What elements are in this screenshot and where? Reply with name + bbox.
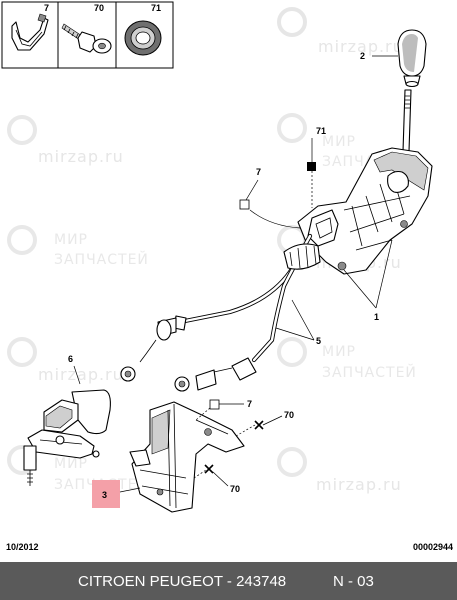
mounting-bracket-part bbox=[129, 401, 245, 513]
bolt-position-mark-lower bbox=[204, 464, 214, 474]
inset-ref-bolt: 70 bbox=[94, 3, 104, 13]
gear-lever-housing-part bbox=[297, 147, 433, 275]
highlight-callout-3 bbox=[92, 480, 120, 508]
callout-1: 1 bbox=[374, 312, 379, 322]
watermark-line1: МИР bbox=[54, 456, 88, 472]
leader-line-70-upper bbox=[262, 415, 283, 426]
watermark-site-text: mirzap.ru bbox=[316, 475, 402, 494]
leader-line-7-lower-dashed bbox=[195, 407, 211, 421]
grommet-position-marker bbox=[307, 162, 316, 171]
hardware-inset: 7 70 71 bbox=[1, 1, 174, 69]
leader-line-70-upper-dashed bbox=[235, 424, 256, 437]
selector-lever-part bbox=[23, 389, 111, 486]
bolt-position-mark-upper bbox=[254, 420, 264, 430]
leader-line-7-upper bbox=[245, 179, 259, 201]
leader-line-70-lower bbox=[212, 471, 229, 487]
inset-ref-clip: 7 bbox=[44, 3, 49, 13]
gear-shift-cables bbox=[120, 233, 321, 392]
watermark-line1: МИР bbox=[322, 344, 356, 360]
watermark-mid-left: МИР ЗАПЧАСТЕЙ bbox=[7, 225, 149, 268]
grommet-part-drawing bbox=[124, 20, 162, 56]
leader-line-1a bbox=[343, 269, 377, 309]
watermark-line2: ЗАПЧАСТЕЙ bbox=[322, 363, 417, 381]
watermark-site-text: mirzap.ru bbox=[38, 365, 124, 384]
watermark-line1: МИР bbox=[322, 134, 356, 150]
watermark-bottom-right: mirzap.ru bbox=[277, 447, 402, 494]
clip-path-curve bbox=[249, 209, 301, 229]
clip-position-marker-upper bbox=[239, 199, 250, 210]
footer-page: N - 03 bbox=[333, 572, 374, 590]
watermark-right-lower: МИР ЗАПЧАСТЕЙ bbox=[277, 337, 417, 381]
watermark-site-text: mirzap.ru bbox=[318, 37, 404, 56]
leader-line-1b bbox=[375, 239, 393, 309]
clip-position-marker-lower bbox=[209, 399, 220, 410]
callout-70-upper: 70 bbox=[284, 410, 294, 420]
leader-line-5a bbox=[275, 327, 315, 341]
footer-title: CITROEN PEUGEOT - 243748 bbox=[78, 572, 287, 590]
leader-line-6 bbox=[73, 365, 81, 385]
watermark-site-text: mirzap.ru bbox=[38, 147, 124, 166]
callout-3: 3 bbox=[102, 490, 107, 500]
watermark-upper-left: mirzap.ru bbox=[7, 115, 124, 166]
leader-line-3 bbox=[119, 487, 141, 493]
watermark-line1: МИР bbox=[54, 232, 88, 248]
callout-71: 71 bbox=[316, 126, 326, 136]
diagram-code: 00002944 bbox=[412, 542, 453, 552]
callout-6: 6 bbox=[68, 354, 73, 364]
diagram-date: 10/2012 bbox=[6, 542, 39, 552]
bolt-part-drawing bbox=[61, 23, 112, 54]
callout-70-lower: 70 bbox=[230, 484, 240, 494]
callout-7-upper: 7 bbox=[256, 167, 261, 177]
callout-5: 5 bbox=[316, 336, 321, 346]
callout-7-lower: 7 bbox=[247, 399, 252, 409]
footer-bar: CITROEN PEUGEOT - 243748 N - 03 bbox=[0, 562, 457, 600]
watermark-left-lower: mirzap.ru bbox=[7, 337, 124, 384]
watermark-line2: ЗАПЧАСТЕЙ bbox=[54, 250, 149, 268]
watermark-top-right: mirzap.ru bbox=[277, 7, 404, 56]
gear-knob-part bbox=[397, 29, 427, 88]
inset-ref-grommet: 71 bbox=[151, 3, 161, 13]
callout-2: 2 bbox=[360, 51, 365, 61]
leader-line-5b bbox=[291, 299, 315, 341]
clip-part-drawing bbox=[11, 13, 49, 51]
leader-line-70-lower-dashed bbox=[193, 469, 207, 479]
